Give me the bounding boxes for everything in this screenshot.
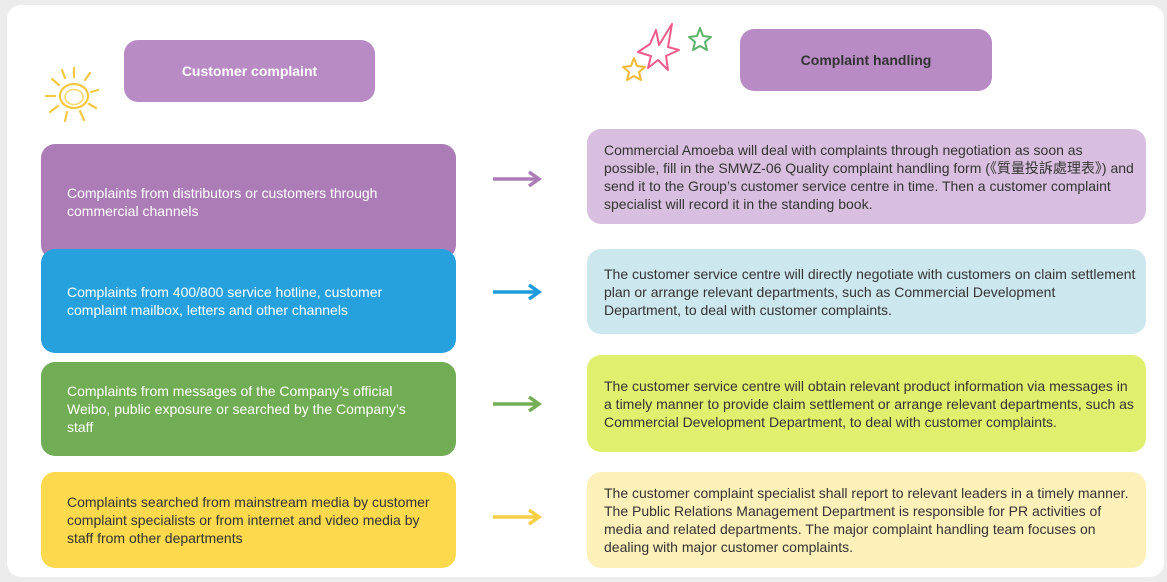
complaint-source-text: Complaints from 400/800 service hotline,… <box>67 284 383 318</box>
complaint-source-box: Complaints from messages of the Company’… <box>41 362 456 456</box>
complaint-source-text: Complaints from distributors or customer… <box>67 184 378 219</box>
complaint-source-text: Complaints from messages of the Company’… <box>67 383 406 435</box>
complaint-source-box: Complaints from 400/800 service hotline,… <box>41 249 456 353</box>
arrow-right-icon <box>493 396 543 412</box>
complaint-handling-text: The customer service centre will obtain … <box>604 377 1134 430</box>
complaint-handling-text: The customer complaint specialist shall … <box>604 485 1129 555</box>
complaint-handling-text: The customer service centre will directl… <box>604 265 1136 318</box>
arrow-right-icon <box>493 284 543 300</box>
complaint-handling-box: The customer complaint specialist shall … <box>587 472 1146 568</box>
customer-complaint-header-label: Customer complaint <box>181 63 318 79</box>
arrow-right-icon <box>493 509 543 525</box>
sun-icon <box>44 66 100 123</box>
complaint-handling-header: Complaint handling <box>740 29 992 91</box>
complaint-handling-text: Commercial Amoeba will deal with complai… <box>604 141 1134 212</box>
complaint-handling-header-label: Complaint handling <box>800 52 932 68</box>
arrow-right-icon <box>493 171 543 187</box>
complaint-handling-box: The customer service centre will obtain … <box>587 355 1146 452</box>
complaint-handling-box: The customer service centre will directl… <box>587 249 1146 334</box>
complaint-source-box: Complaints from distributors or customer… <box>41 144 456 259</box>
complaint-source-text: Complaints searched from mainstream medi… <box>67 494 430 546</box>
customer-complaint-header: Customer complaint <box>124 40 375 102</box>
complaint-source-box: Complaints searched from mainstream medi… <box>41 472 456 568</box>
complaint-handling-box: Commercial Amoeba will deal with complai… <box>587 129 1146 224</box>
stars-icon <box>622 23 712 81</box>
